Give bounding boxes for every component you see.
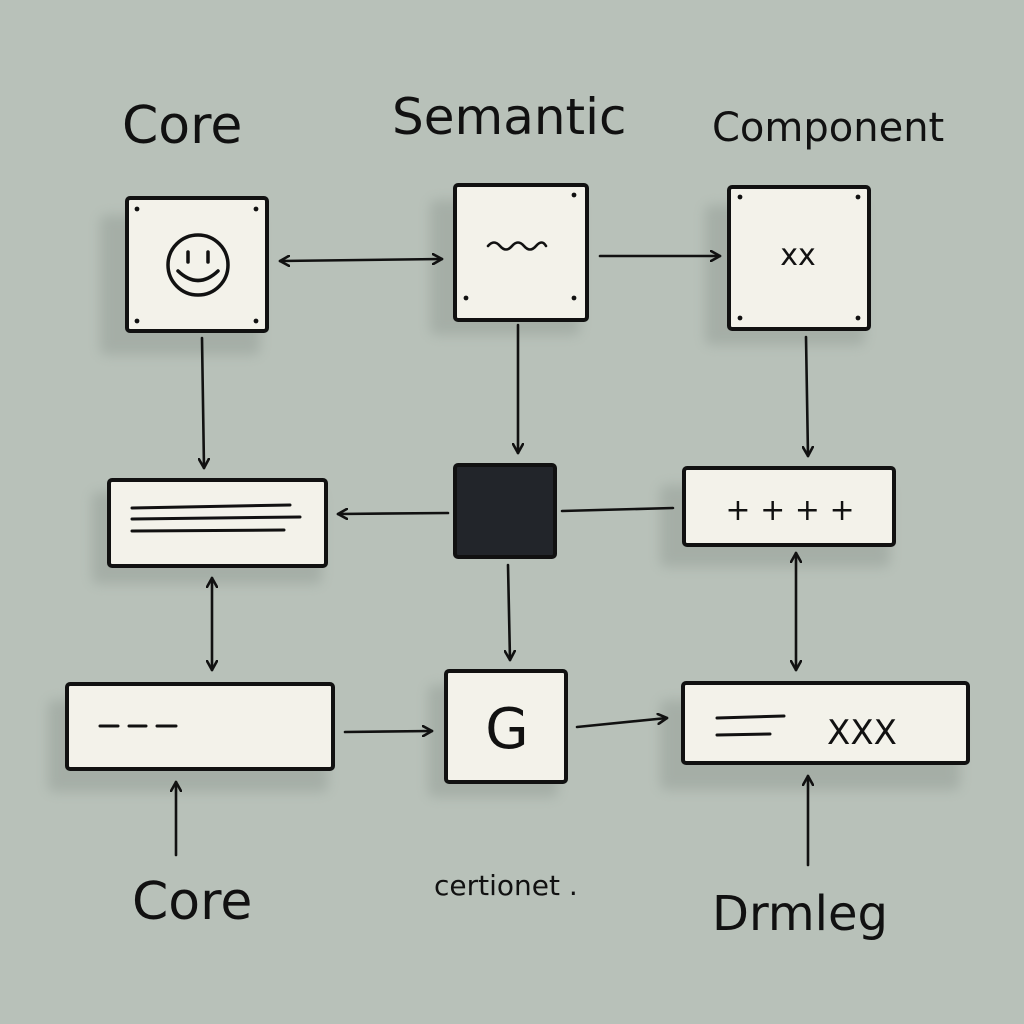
label-certionet: certionet . <box>434 869 578 902</box>
text-lines-icon <box>130 503 302 533</box>
lines-box[interactable] <box>107 478 328 568</box>
plus-row: + + + + <box>725 493 854 528</box>
label-core-bottom: Core <box>132 872 253 932</box>
label-core-top: Core <box>122 96 243 156</box>
lines-xxx-box[interactable]: XXX <box>681 681 970 765</box>
plus-to-dark-line <box>560 506 675 513</box>
dash-to-g-arrow <box>343 731 434 732</box>
dash-box[interactable]: --- <box>65 682 335 771</box>
g-glyph: G <box>485 697 528 762</box>
plus-box[interactable]: + + + + <box>682 466 896 547</box>
g-to-xxx-arrow <box>575 718 669 729</box>
dark-to-g-arrow <box>508 563 510 662</box>
semantic-box[interactable] <box>453 183 589 322</box>
dark-to-lines-arrow <box>336 513 450 514</box>
label-drmleg: Drmleg <box>712 886 888 942</box>
smiley-icon <box>166 233 230 297</box>
label-component: Component <box>712 105 945 151</box>
component-symbol: xx <box>780 238 816 273</box>
label-semantic: Semantic <box>392 88 627 146</box>
core-down-arrow <box>202 336 204 470</box>
wave-icon <box>486 241 548 251</box>
component-down-arrow <box>806 335 808 458</box>
dark-box[interactable] <box>453 463 557 559</box>
xxx-label: XXX <box>827 713 897 753</box>
component-box[interactable]: xx <box>727 185 871 331</box>
connectors <box>176 256 808 867</box>
short-lines-icon <box>715 714 786 737</box>
core-semantic-arrow <box>278 259 444 261</box>
g-box[interactable]: G <box>444 669 568 784</box>
core-box[interactable] <box>125 196 269 333</box>
